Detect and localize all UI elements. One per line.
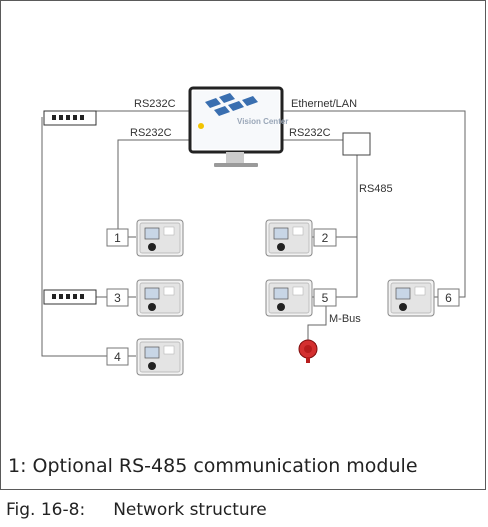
label-rs232c-right: RS232C [289, 127, 331, 139]
monitor-logo-text: Vision Center [237, 117, 288, 126]
label-rs232c-mid: RS232C [130, 127, 172, 139]
diagram-footnote: 1: Optional RS-485 communication module [8, 455, 418, 477]
diagram-frame [0, 0, 486, 490]
svg-text:4: 4 [114, 350, 121, 364]
node-box-5: 5 [313, 288, 337, 307]
label-mbus: M-Bus [329, 313, 361, 325]
network-switch-top [43, 110, 97, 126]
svg-text:1: 1 [114, 231, 121, 245]
label-rs485: RS485 [359, 183, 393, 195]
label-rs232c-top: RS232C [134, 98, 176, 110]
node-box-3: 3 [106, 288, 129, 307]
mbus-meter-icon [298, 339, 318, 363]
inverter-device-1 [136, 219, 184, 257]
node-box-6: 6 [437, 288, 460, 307]
node-box-1: 1 [106, 228, 129, 247]
figure-number: Fig. 16-8: [6, 500, 86, 520]
sun-icon [198, 123, 204, 129]
inverter-device-6 [387, 279, 435, 317]
inverter-device-4 [136, 338, 184, 376]
vision-center-monitor: Vision Center [188, 86, 288, 167]
figure-title: Network structure [113, 500, 267, 520]
node-box-4: 4 [106, 347, 129, 366]
rs485-converter [342, 132, 371, 156]
network-switch-middle [43, 289, 97, 305]
svg-text:5: 5 [322, 291, 329, 305]
inverter-device-2 [265, 219, 313, 257]
inverter-device-3 [136, 279, 184, 317]
svg-text:3: 3 [114, 291, 121, 305]
solar-panels-icon [205, 93, 258, 116]
svg-text:2: 2 [322, 231, 329, 245]
label-ethernet: Ethernet/LAN [291, 98, 357, 110]
connection-lines [41, 110, 466, 357]
inverter-device-5 [265, 279, 313, 317]
figure-caption: Fig. 16-8: Network structure [6, 500, 267, 520]
svg-text:6: 6 [445, 291, 452, 305]
node-box-2: 2 [313, 228, 337, 247]
